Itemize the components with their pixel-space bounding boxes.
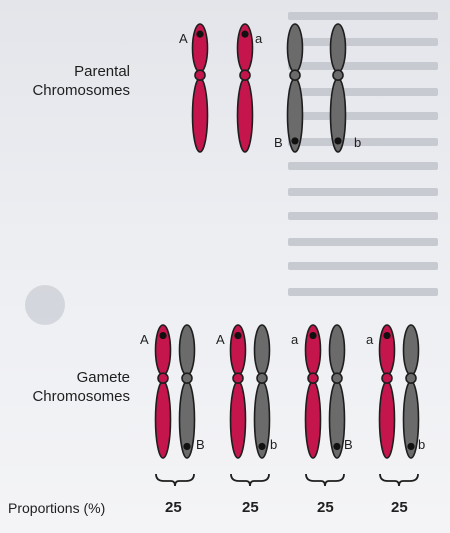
allele-locus-dot	[183, 443, 190, 450]
chromosome-lower-arm	[156, 381, 171, 458]
chromosome-centromere	[158, 373, 168, 383]
grouping-brace	[306, 474, 344, 486]
chromosome-centromere	[240, 70, 250, 80]
chromosome-lower-arm	[231, 381, 246, 458]
chromosome-centromere	[195, 70, 205, 80]
chromosome-upper-arm	[288, 24, 303, 72]
gamete-red-chromosome	[306, 325, 321, 458]
parental-allele-label: a	[255, 31, 262, 46]
parental-allele-label: b	[354, 135, 361, 150]
gamete-red-chromosome	[231, 325, 246, 458]
allele-locus-dot	[291, 137, 298, 144]
chromosome-upper-arm	[255, 325, 270, 375]
chromosome-upper-arm	[331, 24, 346, 72]
gamete-red-chromosome	[380, 325, 395, 458]
chromosome-centromere	[308, 373, 318, 383]
proportion-value: 25	[242, 499, 259, 516]
chromosome-centromere	[182, 373, 192, 383]
proportion-value: 25	[391, 499, 408, 516]
allele-locus-dot	[333, 443, 340, 450]
gamete-red-allele-label: a	[366, 332, 373, 347]
grouping-brace	[380, 474, 418, 486]
chromosome-centromere	[290, 70, 300, 80]
gamete-gray-allele-label: b	[270, 437, 277, 452]
chromosome-upper-arm	[330, 325, 345, 375]
grouping-brace	[231, 474, 269, 486]
parental-allele-label: B	[274, 135, 283, 150]
gamete-chromosomes-label: Gamete Chromosomes	[2, 368, 130, 406]
parental-chromosomes-label: Parental Chromosomes	[2, 62, 130, 100]
chromosome-upper-arm	[404, 325, 419, 375]
allele-locus-dot	[383, 332, 390, 339]
chromosome-centromere	[233, 373, 243, 383]
chromosome-upper-arm	[180, 325, 195, 375]
gamete-gray-allele-label: B	[344, 437, 353, 452]
allele-locus-dot	[258, 443, 265, 450]
proportion-value: 25	[165, 499, 182, 516]
chromosome-lower-arm	[380, 381, 395, 458]
gamete-gray-chromosome	[330, 325, 345, 458]
chromosome-centromere	[332, 373, 342, 383]
chromosome-lower-arm	[238, 78, 253, 152]
allele-locus-dot	[407, 443, 414, 450]
gamete-gray-chromosome	[180, 325, 195, 458]
proportions-label: Proportions (%)	[8, 500, 105, 516]
chromosome-centromere	[382, 373, 392, 383]
proportion-value: 25	[317, 499, 334, 516]
chromosome-centromere	[333, 70, 343, 80]
parental-chromosome	[238, 24, 253, 152]
allele-locus-dot	[334, 137, 341, 144]
allele-locus-dot	[159, 332, 166, 339]
gamete-red-allele-label: A	[216, 332, 225, 347]
allele-locus-dot	[309, 332, 316, 339]
parental-chromosome	[288, 24, 303, 152]
parental-chromosome	[193, 24, 208, 152]
grouping-brace	[156, 474, 194, 486]
gamete-gray-allele-label: B	[196, 437, 205, 452]
gamete-red-chromosome	[156, 325, 171, 458]
gamete-gray-chromosome	[255, 325, 270, 458]
proportions-label-text: Proportions (%)	[8, 500, 105, 516]
chromosome-lower-arm	[193, 78, 208, 152]
allele-locus-dot	[196, 31, 203, 38]
parental-label-text: Parental Chromosomes	[32, 63, 130, 99]
chromosome-lower-arm	[306, 381, 321, 458]
gamete-red-allele-label: A	[140, 332, 149, 347]
chromosome-centromere	[406, 373, 416, 383]
gamete-red-allele-label: a	[291, 332, 298, 347]
gamete-gray-chromosome	[404, 325, 419, 458]
gamete-gray-allele-label: b	[418, 437, 425, 452]
parental-chromosome	[331, 24, 346, 152]
gamete-label-text: Gamete Chromosomes	[32, 369, 130, 405]
allele-locus-dot	[234, 332, 241, 339]
parental-allele-label: A	[179, 31, 188, 46]
allele-locus-dot	[241, 31, 248, 38]
chromosome-centromere	[257, 373, 267, 383]
